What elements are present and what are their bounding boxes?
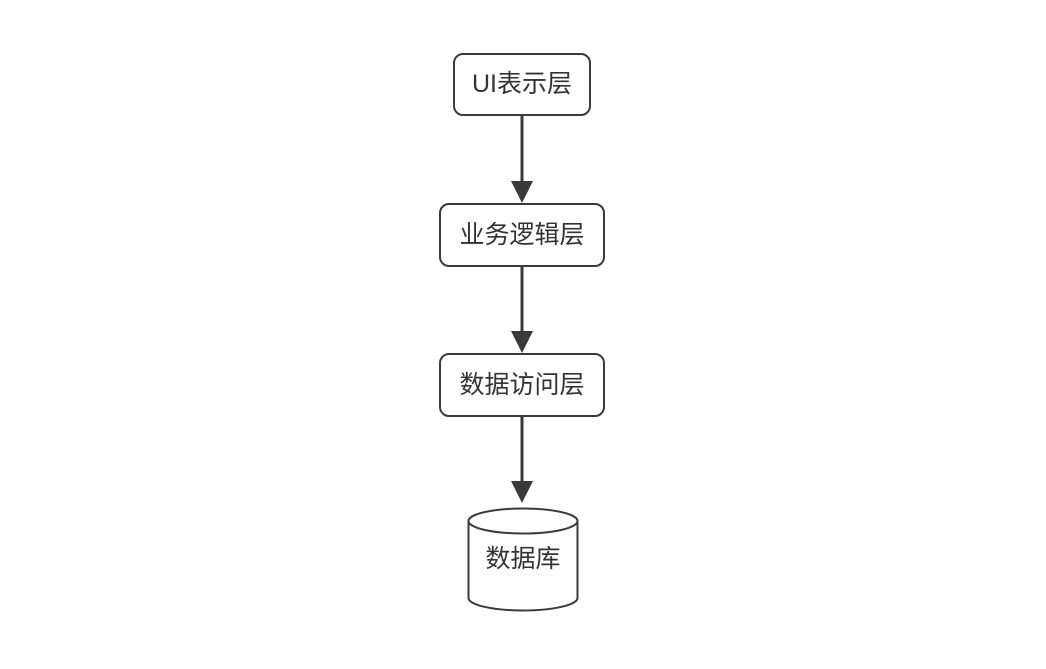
- node-business-layer-label: 业务逻辑层: [459, 220, 585, 249]
- node-data-access-layer-label: 数据访问层: [459, 370, 585, 399]
- node-data-access-layer: 数据访问层: [439, 353, 605, 417]
- node-business-layer: 业务逻辑层: [439, 203, 605, 267]
- node-database-label: 数据库: [485, 545, 561, 573]
- arrow-dataaccess-to-database: [511, 417, 533, 503]
- arrow-business-to-dataaccess: [511, 267, 533, 353]
- arrow-ui-to-business: [511, 115, 533, 203]
- node-database: 数据库: [467, 507, 579, 612]
- node-ui-layer-label: UI表示层: [471, 70, 572, 98]
- node-ui-layer: UI表示层: [453, 53, 591, 116]
- database-cylinder-icon: [467, 507, 579, 612]
